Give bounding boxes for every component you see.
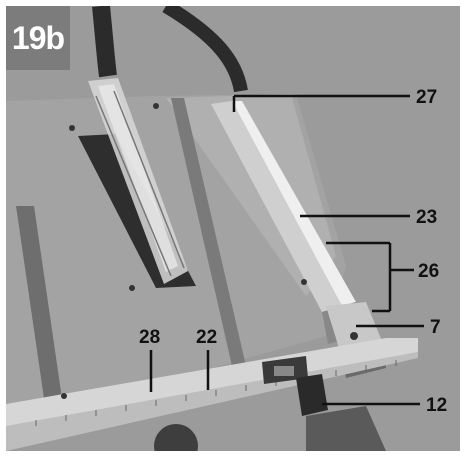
- callout-7: 7: [430, 317, 441, 338]
- callout-26: 26: [418, 261, 440, 282]
- figure-label: 19b: [6, 6, 70, 70]
- callout-27: 27: [416, 87, 438, 108]
- callout-12: 12: [426, 395, 448, 416]
- callout-22: 22: [196, 327, 218, 348]
- callout-23: 23: [416, 207, 438, 228]
- table-saw-photo: [6, 6, 460, 451]
- callout-28: 28: [139, 327, 161, 348]
- table-saw-illustration: [6, 6, 460, 451]
